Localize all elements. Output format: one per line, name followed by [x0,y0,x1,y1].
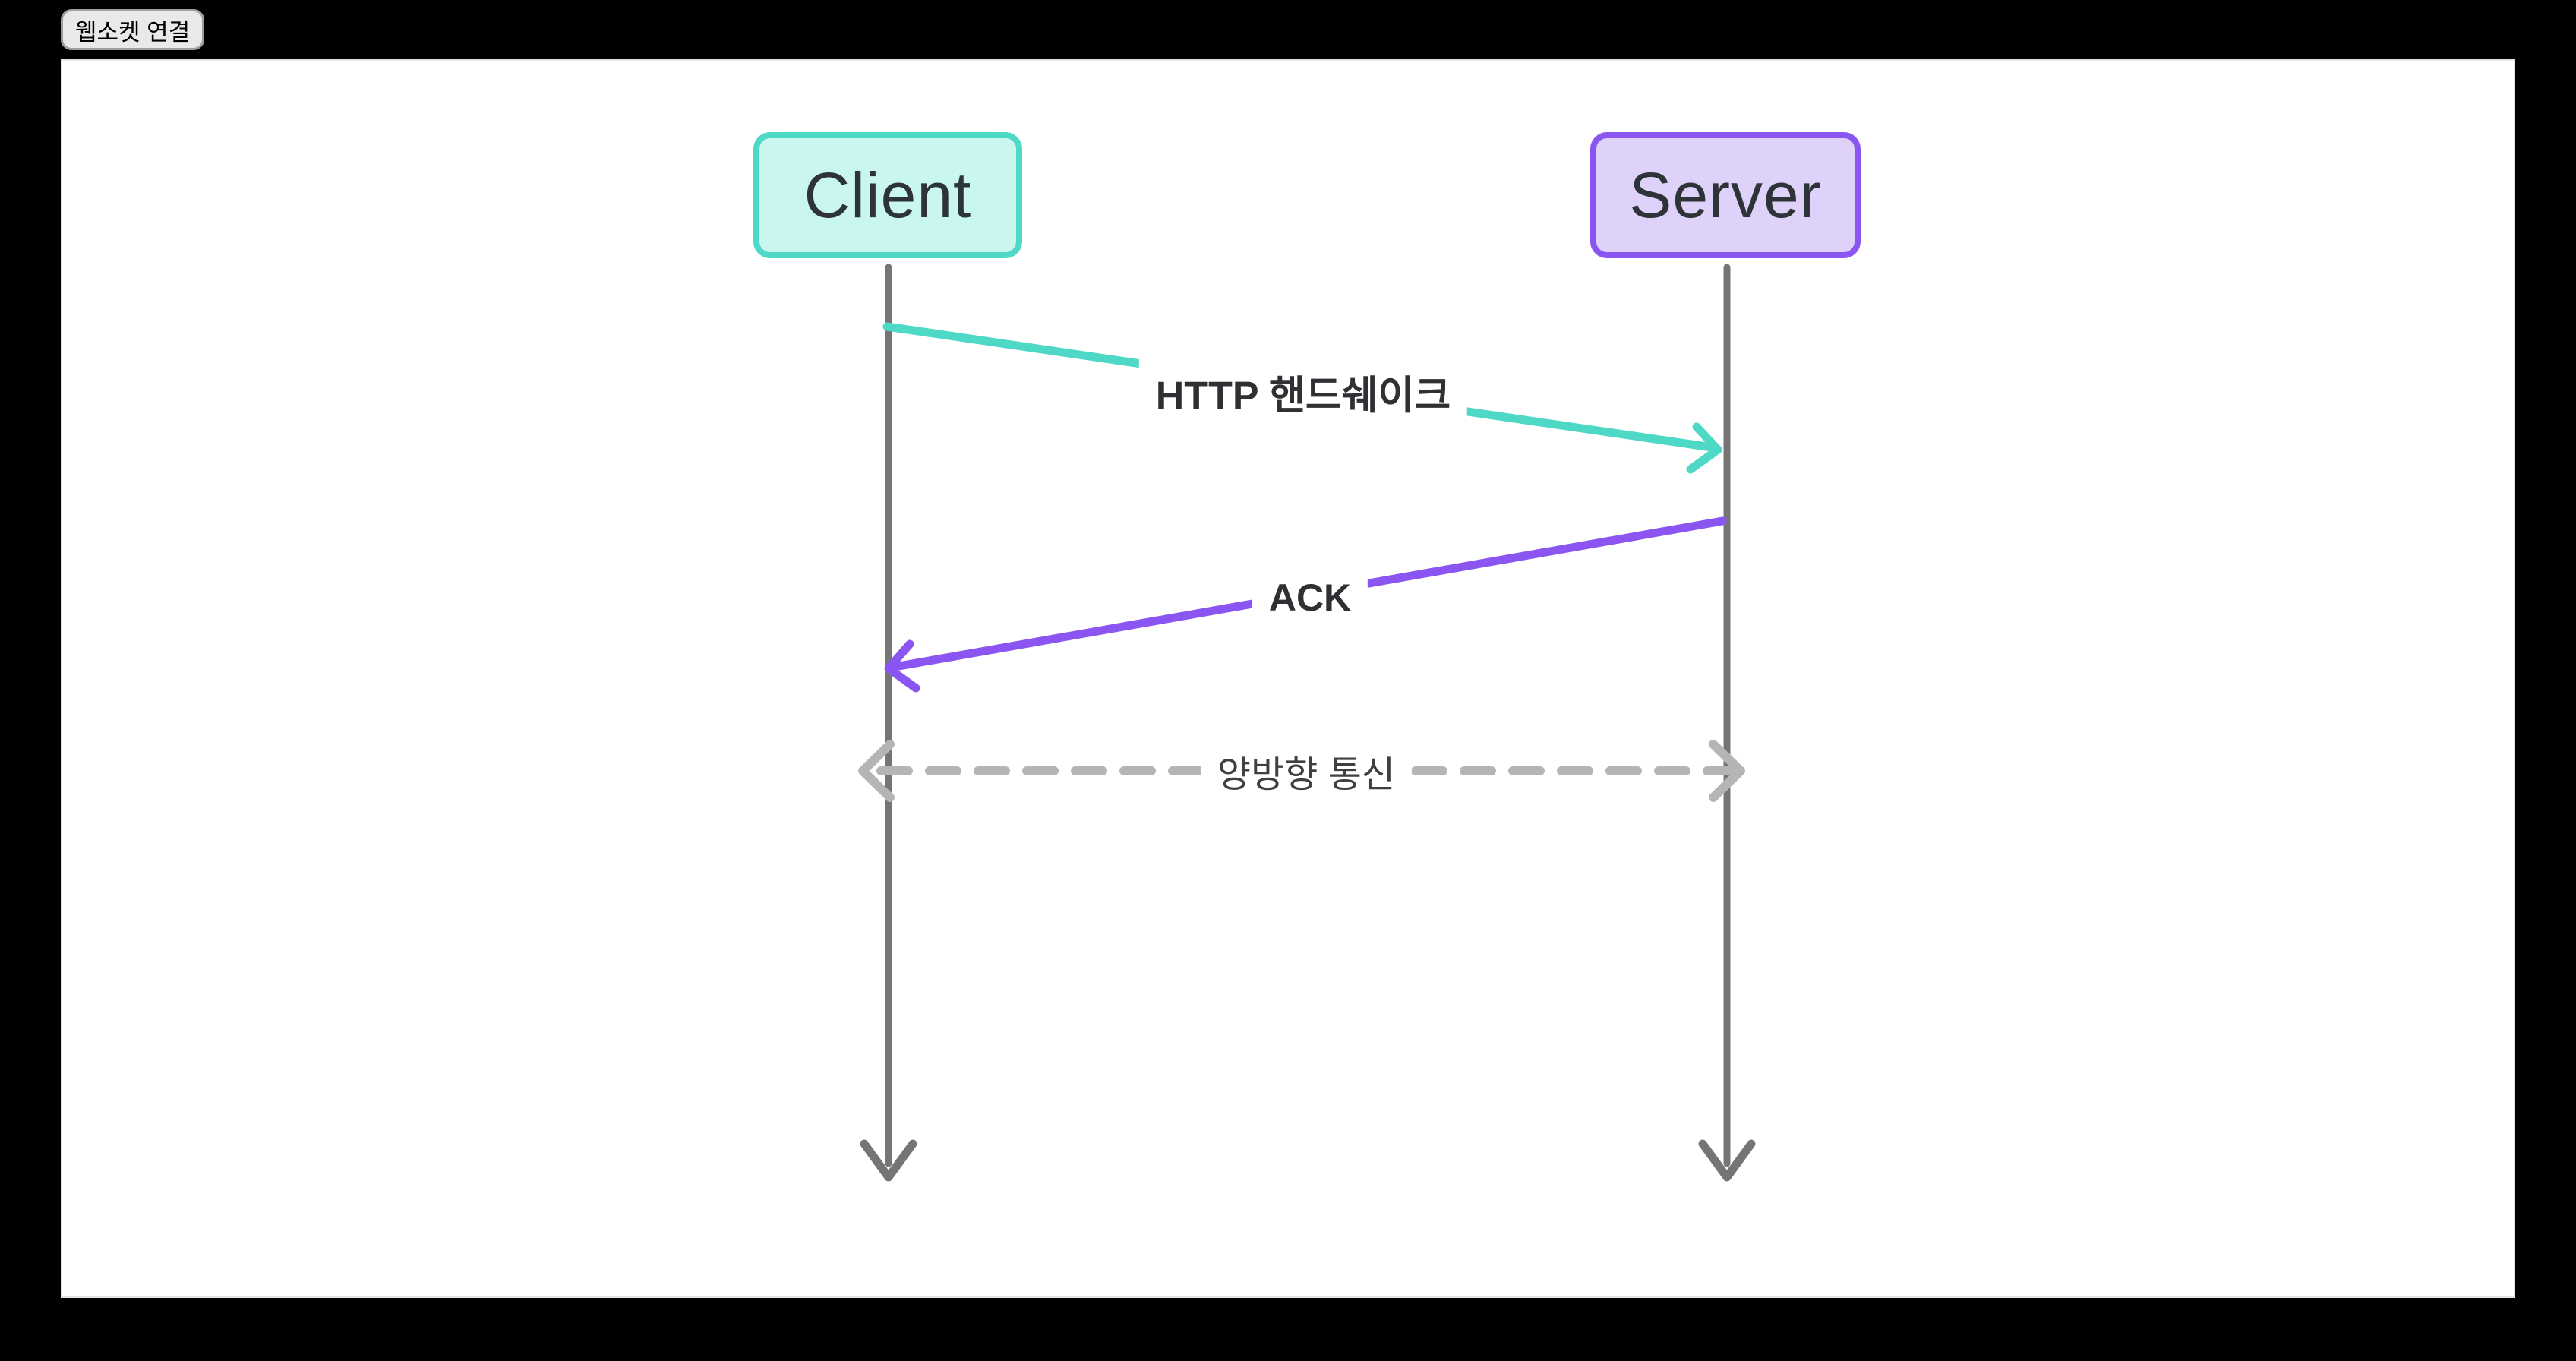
arrowhead-right-icon [1709,740,1745,802]
sequence-diagram-svg [858,264,1756,1182]
diagram-tab-label: 웹소켓 연결 [75,18,191,46]
arrowhead-left-icon [858,740,895,802]
client-lifeline-arrow-icon [860,1139,917,1182]
message-label-ack[interactable]: ACK [1252,571,1368,624]
server-lifeline-arrow-icon [1698,1139,1756,1182]
arrowhead-left-icon [884,639,920,693]
actor-box-server[interactable]: Server [1590,132,1861,258]
actor-box-client[interactable]: Client [753,132,1022,258]
diagram-tab-badge[interactable]: 웹소켓 연결 [61,9,205,50]
message-label-bidirectional[interactable]: 양방향 통신 [1200,740,1413,802]
actor-label-server: Server [1629,159,1822,231]
diagram-canvas: Client Server HTTP 핸드쉐이크 ACK 양방향 통신 [61,59,2515,1298]
arrowhead-right-icon [1686,422,1722,474]
message-arrow-bidirectional[interactable] [858,740,1745,802]
message-label-http-handshake[interactable]: HTTP 핸드쉐이크 [1138,358,1468,425]
actor-label-client: Client [803,159,972,231]
